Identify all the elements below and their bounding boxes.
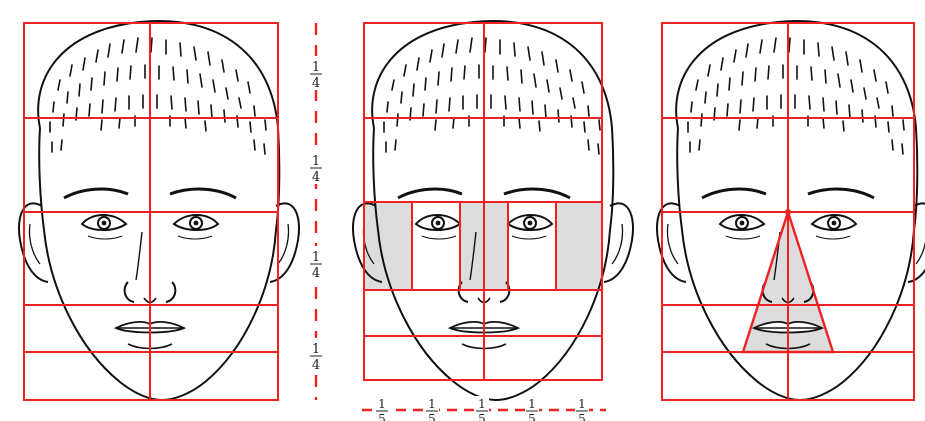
fraction-label: 1 4: [305, 246, 327, 281]
svg-text:5: 5: [528, 412, 536, 421]
svg-text:1: 1: [478, 397, 486, 411]
fraction-label: 1 4: [305, 56, 327, 91]
shade-block: [556, 202, 602, 290]
horizontal-fifth-scale: 1 5 1 5 1 5 1 5 1 5: [362, 396, 606, 421]
svg-text:1: 1: [312, 250, 320, 265]
svg-text:4: 4: [312, 170, 320, 185]
face-panel-right: [657, 21, 925, 400]
svg-text:1: 1: [312, 60, 320, 75]
face-panel-middle: [353, 21, 633, 400]
svg-text:4: 4: [312, 266, 320, 281]
svg-text:4: 4: [312, 76, 320, 91]
face-panel-left: [19, 21, 299, 400]
fraction-label: 1 4: [305, 150, 327, 185]
svg-text:1: 1: [312, 154, 320, 169]
svg-text:1: 1: [312, 342, 320, 357]
fraction-label: 1 5: [475, 396, 489, 421]
svg-text:5: 5: [378, 412, 386, 421]
vertical-quarter-scale: 1 4 1 4 1 4 1 4: [305, 23, 327, 400]
svg-text:1: 1: [528, 397, 536, 411]
fraction-label: 1 5: [575, 396, 589, 421]
fraction-label: 1 4: [305, 338, 327, 373]
fraction-label: 1 5: [525, 396, 539, 421]
svg-text:1: 1: [578, 397, 586, 411]
fraction-label: 1 5: [375, 396, 389, 421]
fifths-grid: [364, 23, 602, 380]
face-front-icon: [19, 21, 299, 400]
svg-text:5: 5: [578, 412, 586, 421]
triangle-apex: [785, 209, 791, 215]
svg-text:5: 5: [478, 412, 486, 421]
svg-text:4: 4: [312, 358, 320, 373]
svg-text:1: 1: [378, 397, 386, 411]
fraction-label: 1 5: [425, 396, 439, 421]
svg-text:1: 1: [428, 397, 436, 411]
svg-text:5: 5: [428, 412, 436, 421]
